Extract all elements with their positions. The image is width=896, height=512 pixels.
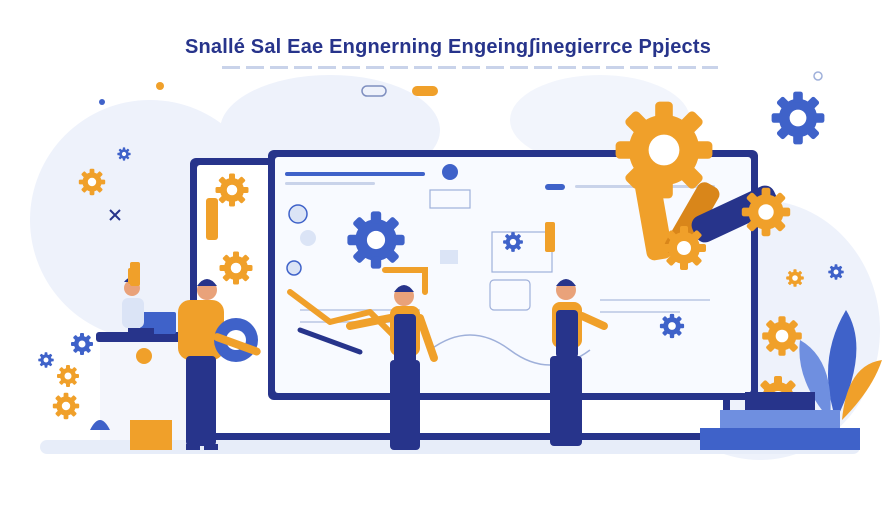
wrench-icon xyxy=(297,327,363,355)
gear-icon xyxy=(117,147,131,161)
gear-icon xyxy=(57,365,79,387)
pipe-segment xyxy=(382,267,428,295)
plant-icon xyxy=(799,310,882,420)
worker-right xyxy=(550,279,608,446)
subtitle-placeholder xyxy=(222,66,718,69)
worker-left xyxy=(178,279,261,450)
gear-icon xyxy=(762,316,802,356)
worker-center xyxy=(297,285,438,450)
page-title: Snallé Sal Eae Engnerning Engeingʃinegie… xyxy=(184,36,712,58)
gear-icon xyxy=(786,269,804,287)
pipe-segment xyxy=(206,198,218,240)
gear-icon xyxy=(78,168,106,196)
gear-icon xyxy=(38,352,54,368)
gear-icon xyxy=(71,333,93,355)
monitor-front xyxy=(268,150,758,400)
gear-icon xyxy=(828,264,844,280)
desk-worker xyxy=(96,268,194,450)
gear-icon xyxy=(659,313,685,339)
toolbar-pills xyxy=(361,85,438,97)
gear-icon xyxy=(52,392,80,420)
block-stack xyxy=(700,392,860,450)
bulb-icon xyxy=(286,260,302,276)
robot-arm-icon xyxy=(615,101,791,270)
gear-icon xyxy=(215,173,249,207)
gear-icon xyxy=(219,251,253,285)
decor-icons xyxy=(90,71,823,430)
gear-icon xyxy=(503,232,523,252)
gear-icon xyxy=(771,91,825,145)
gear-icon xyxy=(347,211,405,269)
robot-arm-icon xyxy=(287,289,403,345)
